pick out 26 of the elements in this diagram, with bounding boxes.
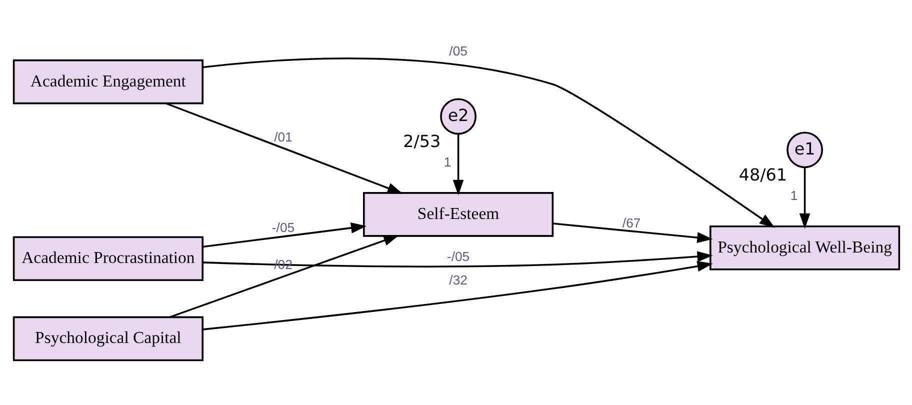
arrow	[169, 235, 399, 318]
edge-label: -/05	[271, 220, 294, 236]
edge-label: 1	[443, 154, 451, 170]
arrow	[165, 102, 403, 194]
arrow	[552, 222, 712, 243]
edge-label: 1	[790, 188, 798, 204]
arrow	[202, 222, 366, 248]
node-box: Self-Esteem	[362, 192, 554, 237]
edge-label: /32	[448, 272, 467, 288]
node-circle: e1	[786, 132, 823, 168]
node-circle: e2	[440, 98, 476, 135]
node-box: Academic Procrastination	[12, 236, 203, 282]
arrow	[202, 260, 712, 330]
edge-label: /05	[448, 43, 467, 58]
arrow	[798, 167, 810, 229]
edge-label: /01	[274, 129, 292, 144]
arrow	[202, 58, 774, 228]
arrow	[202, 251, 712, 268]
node-box: Psychological Well-Being	[709, 226, 900, 270]
node-box: Academic Engagement	[12, 59, 203, 104]
node-label: 2/53	[402, 131, 440, 152]
edge-label: -/05	[446, 248, 470, 264]
arrow	[452, 134, 464, 196]
edge-label: /67	[622, 215, 640, 230]
node-box: Psychological Capital	[12, 316, 203, 362]
node-label: 48/61	[738, 164, 787, 185]
